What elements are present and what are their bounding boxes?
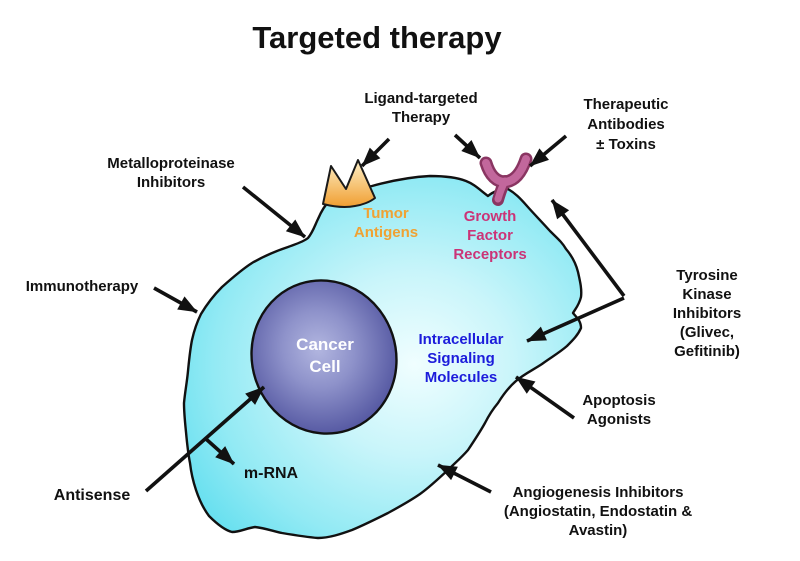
arrow-immunotherapy: [153, 286, 198, 314]
label-angiogenesis-inhibitors: Angiogenesis Inhibitors (Angiostatin, En…: [503, 484, 693, 539]
label-tyrosine-kinase-inhibitors: Tyrosine Kinase Inhibitors (Glivec, Gefi…: [672, 267, 742, 360]
label-ligand-targeted-therapy: Ligand-targeted Therapy: [364, 90, 478, 126]
arrow-therapeutic-antibodies: [528, 134, 568, 168]
tumor-antigen-icon: [322, 159, 376, 209]
label-metalloproteinase-inhibitors: Metalloproteinase Inhibitors: [107, 155, 235, 191]
label-cancer-cell: Cancer Cell: [296, 335, 354, 376]
annotation-arrows: [144, 133, 626, 494]
arrow-angiogenesis: [437, 463, 492, 494]
arrow-tyrosine-to-receptor: [550, 198, 626, 298]
label-growth-factor-receptors: Growth Factor Receptors: [453, 208, 527, 263]
arrow-ligand-left: [360, 137, 391, 168]
label-intracellular-signaling: Intracellular Signaling Molecules: [418, 331, 504, 386]
label-immunotherapy: Immunotherapy: [25, 278, 139, 295]
arrow-apoptosis: [514, 375, 576, 420]
label-therapeutic-antibodies: Therapeutic Antibodies ± Toxins: [583, 96, 669, 153]
label-apoptosis-agonists: Apoptosis Agonists: [582, 392, 656, 428]
arrow-tyrosine-to-signaling: [526, 296, 625, 343]
diagram-title: Targeted therapy: [252, 20, 502, 55]
arrow-metalloproteinase: [241, 185, 307, 239]
growth-factor-receptor-icon: [479, 152, 533, 206]
label-antisense: Antisense: [53, 487, 131, 504]
label-tumor-antigens: Tumor Antigens: [353, 205, 419, 241]
arrow-ligand-right: [453, 133, 482, 160]
arrow-antisense-to-mrna: [204, 437, 236, 466]
label-mrna: m-RNA: [243, 465, 299, 482]
arrow-antisense-to-nucleus: [144, 385, 266, 493]
nucleus-shape: [250, 279, 398, 435]
